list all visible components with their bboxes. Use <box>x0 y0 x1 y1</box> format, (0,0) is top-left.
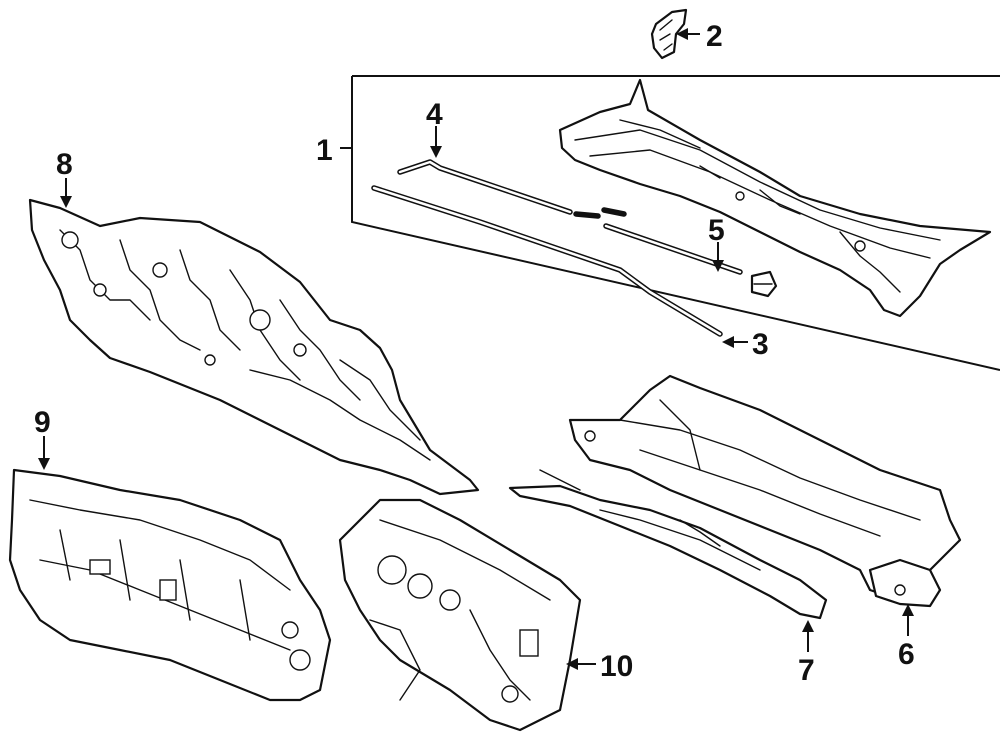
callout-4: 4 <box>426 98 443 131</box>
part-1-cowl-panel <box>558 78 992 318</box>
clip-fastener <box>750 270 778 298</box>
part-2-bracket <box>650 8 688 60</box>
part-4-rod <box>397 159 573 215</box>
callout-2: 2 <box>706 20 723 53</box>
callout-10: 10 <box>600 650 633 683</box>
part-3-rod <box>371 185 723 337</box>
part-9-insulator <box>8 468 332 702</box>
assembly-box <box>340 75 1000 371</box>
part-10-insulator <box>338 498 582 732</box>
leaders <box>38 28 914 670</box>
callout-8: 8 <box>56 148 73 181</box>
callout-5: 5 <box>708 214 725 247</box>
callout-3: 3 <box>752 328 769 361</box>
callout-9: 9 <box>34 406 51 439</box>
part-7-lower-cowl <box>508 469 828 620</box>
callout-1: 1 <box>316 134 333 167</box>
part-6-cowl-top <box>568 374 962 608</box>
part-8-dash-panel <box>28 198 480 496</box>
callout-6: 6 <box>898 638 915 671</box>
callout-7: 7 <box>798 654 815 687</box>
